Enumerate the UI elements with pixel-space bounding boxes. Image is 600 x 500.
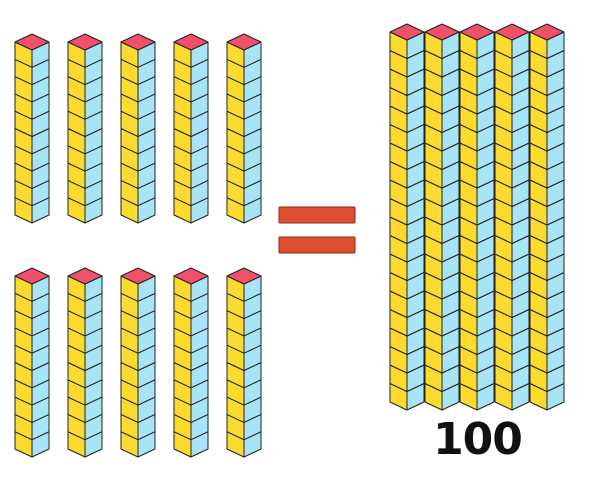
ten-rod bbox=[14, 267, 50, 458]
ten-rod bbox=[67, 33, 103, 224]
rod-top-face bbox=[120, 33, 156, 51]
tall-rod bbox=[424, 23, 460, 411]
right-hundred-block-group bbox=[389, 23, 565, 411]
tall-rod bbox=[389, 23, 425, 411]
rod-top-face bbox=[67, 267, 103, 285]
rod-top-face bbox=[120, 267, 156, 285]
ten-rod bbox=[67, 267, 103, 458]
rod-top-face bbox=[173, 33, 209, 51]
rod-top-face bbox=[226, 33, 262, 51]
ten-rod bbox=[173, 33, 209, 224]
ten-rod bbox=[226, 267, 262, 458]
rod-top-face bbox=[14, 33, 50, 51]
equals-icon bbox=[278, 206, 356, 254]
ten-rod bbox=[14, 33, 50, 224]
total-label: 100 bbox=[433, 414, 523, 465]
ten-rod bbox=[120, 267, 156, 458]
rod-top-face bbox=[67, 33, 103, 51]
rod-top-face bbox=[389, 23, 425, 41]
tall-rod bbox=[529, 23, 565, 411]
tall-rod bbox=[494, 23, 530, 411]
ten-rod bbox=[120, 33, 156, 224]
equals-bar-top bbox=[278, 206, 356, 224]
equals-bar-bottom bbox=[278, 236, 356, 254]
rod-top-face bbox=[173, 267, 209, 285]
tall-rod bbox=[459, 23, 495, 411]
rod-top-face bbox=[459, 23, 495, 41]
rod-top-face bbox=[529, 23, 565, 41]
ten-rod bbox=[173, 267, 209, 458]
rod-top-face bbox=[14, 267, 50, 285]
rod-top-face bbox=[494, 23, 530, 41]
rod-top-face bbox=[424, 23, 460, 41]
left-ten-rods-group bbox=[14, 33, 262, 458]
ten-rod bbox=[226, 33, 262, 224]
rod-top-face bbox=[226, 267, 262, 285]
